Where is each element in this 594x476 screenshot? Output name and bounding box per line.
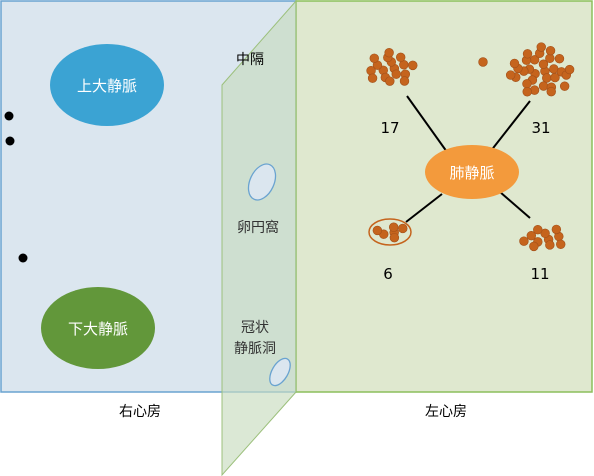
cluster-dot: [538, 59, 549, 69]
cluster-outline: [368, 218, 412, 246]
cluster-dot: [551, 224, 562, 235]
cluster-dot: [522, 87, 532, 97]
cluster-dot: [536, 42, 546, 52]
cluster-dot: [509, 58, 520, 69]
septum-label: 中隔: [236, 52, 264, 68]
cluster-dots: [366, 42, 575, 252]
cluster-dot: [388, 222, 399, 232]
cluster-dot: [522, 49, 533, 59]
cluster-dot: [369, 53, 379, 63]
cluster-dot: [399, 76, 410, 86]
cluster-dot: [554, 54, 565, 64]
cluster-dot: [396, 52, 406, 62]
coronary-sinus-label-1: 冠状: [241, 320, 269, 336]
cluster-dot: [385, 76, 395, 86]
cluster-dot: [522, 79, 532, 89]
cluster-dot: [559, 81, 570, 91]
cluster-dot: [389, 232, 400, 243]
marker-dot: [18, 253, 28, 263]
cluster-count-lower-left: 6: [383, 265, 393, 283]
septum-plane: [221, 0, 297, 476]
cluster-count-upper-right: 31: [531, 119, 550, 137]
left-atrium-label: 左心房: [425, 404, 467, 420]
cluster-dot: [545, 45, 556, 56]
fossa-ovalis-shape: [247, 163, 277, 201]
cluster-dot: [384, 48, 394, 58]
cluster-dot: [545, 240, 555, 250]
marker-dot: [5, 136, 15, 146]
marker-dot: [4, 111, 14, 121]
coronary-sinus-shape: [269, 357, 291, 387]
cluster-dot: [398, 223, 408, 234]
cluster-dot: [529, 241, 539, 252]
cluster-dot: [526, 230, 537, 241]
right-atrium-label: 右心房: [119, 404, 161, 420]
cluster-count-upper-left: 17: [380, 119, 399, 137]
fossa-ovalis-label: 卵円窩: [237, 219, 279, 236]
cluster-dot: [556, 239, 566, 249]
cluster-dot: [372, 225, 383, 236]
pulmonary-vein-label: 肺静脈: [449, 164, 494, 182]
cluster-dot: [564, 64, 575, 75]
connector-line: [489, 100, 531, 153]
cluster-count-lower-right: 11: [530, 265, 549, 283]
cluster-dot: [367, 73, 378, 83]
cluster-dot: [546, 86, 556, 97]
coronary-sinus-label-2: 静脈洞: [234, 341, 276, 357]
cluster-dot: [542, 73, 552, 83]
ivc-label: 下大静脈: [68, 320, 128, 338]
cluster-dot: [538, 81, 549, 91]
cluster-dot: [408, 60, 418, 71]
cluster-dot: [533, 224, 543, 235]
connector-line: [405, 193, 443, 223]
cluster-dot: [478, 57, 488, 67]
cluster-dot: [519, 236, 529, 246]
connector-line: [499, 191, 531, 219]
cluster-dot: [550, 72, 560, 83]
cluster-dot: [391, 69, 401, 79]
superior-vena-cava: [50, 44, 164, 126]
pulmonary-vein: [425, 145, 519, 199]
svc-label: 上大静脈: [77, 77, 137, 95]
cluster-dot: [505, 70, 516, 80]
connector-line: [406, 95, 448, 153]
inferior-vena-cava: [41, 287, 155, 369]
